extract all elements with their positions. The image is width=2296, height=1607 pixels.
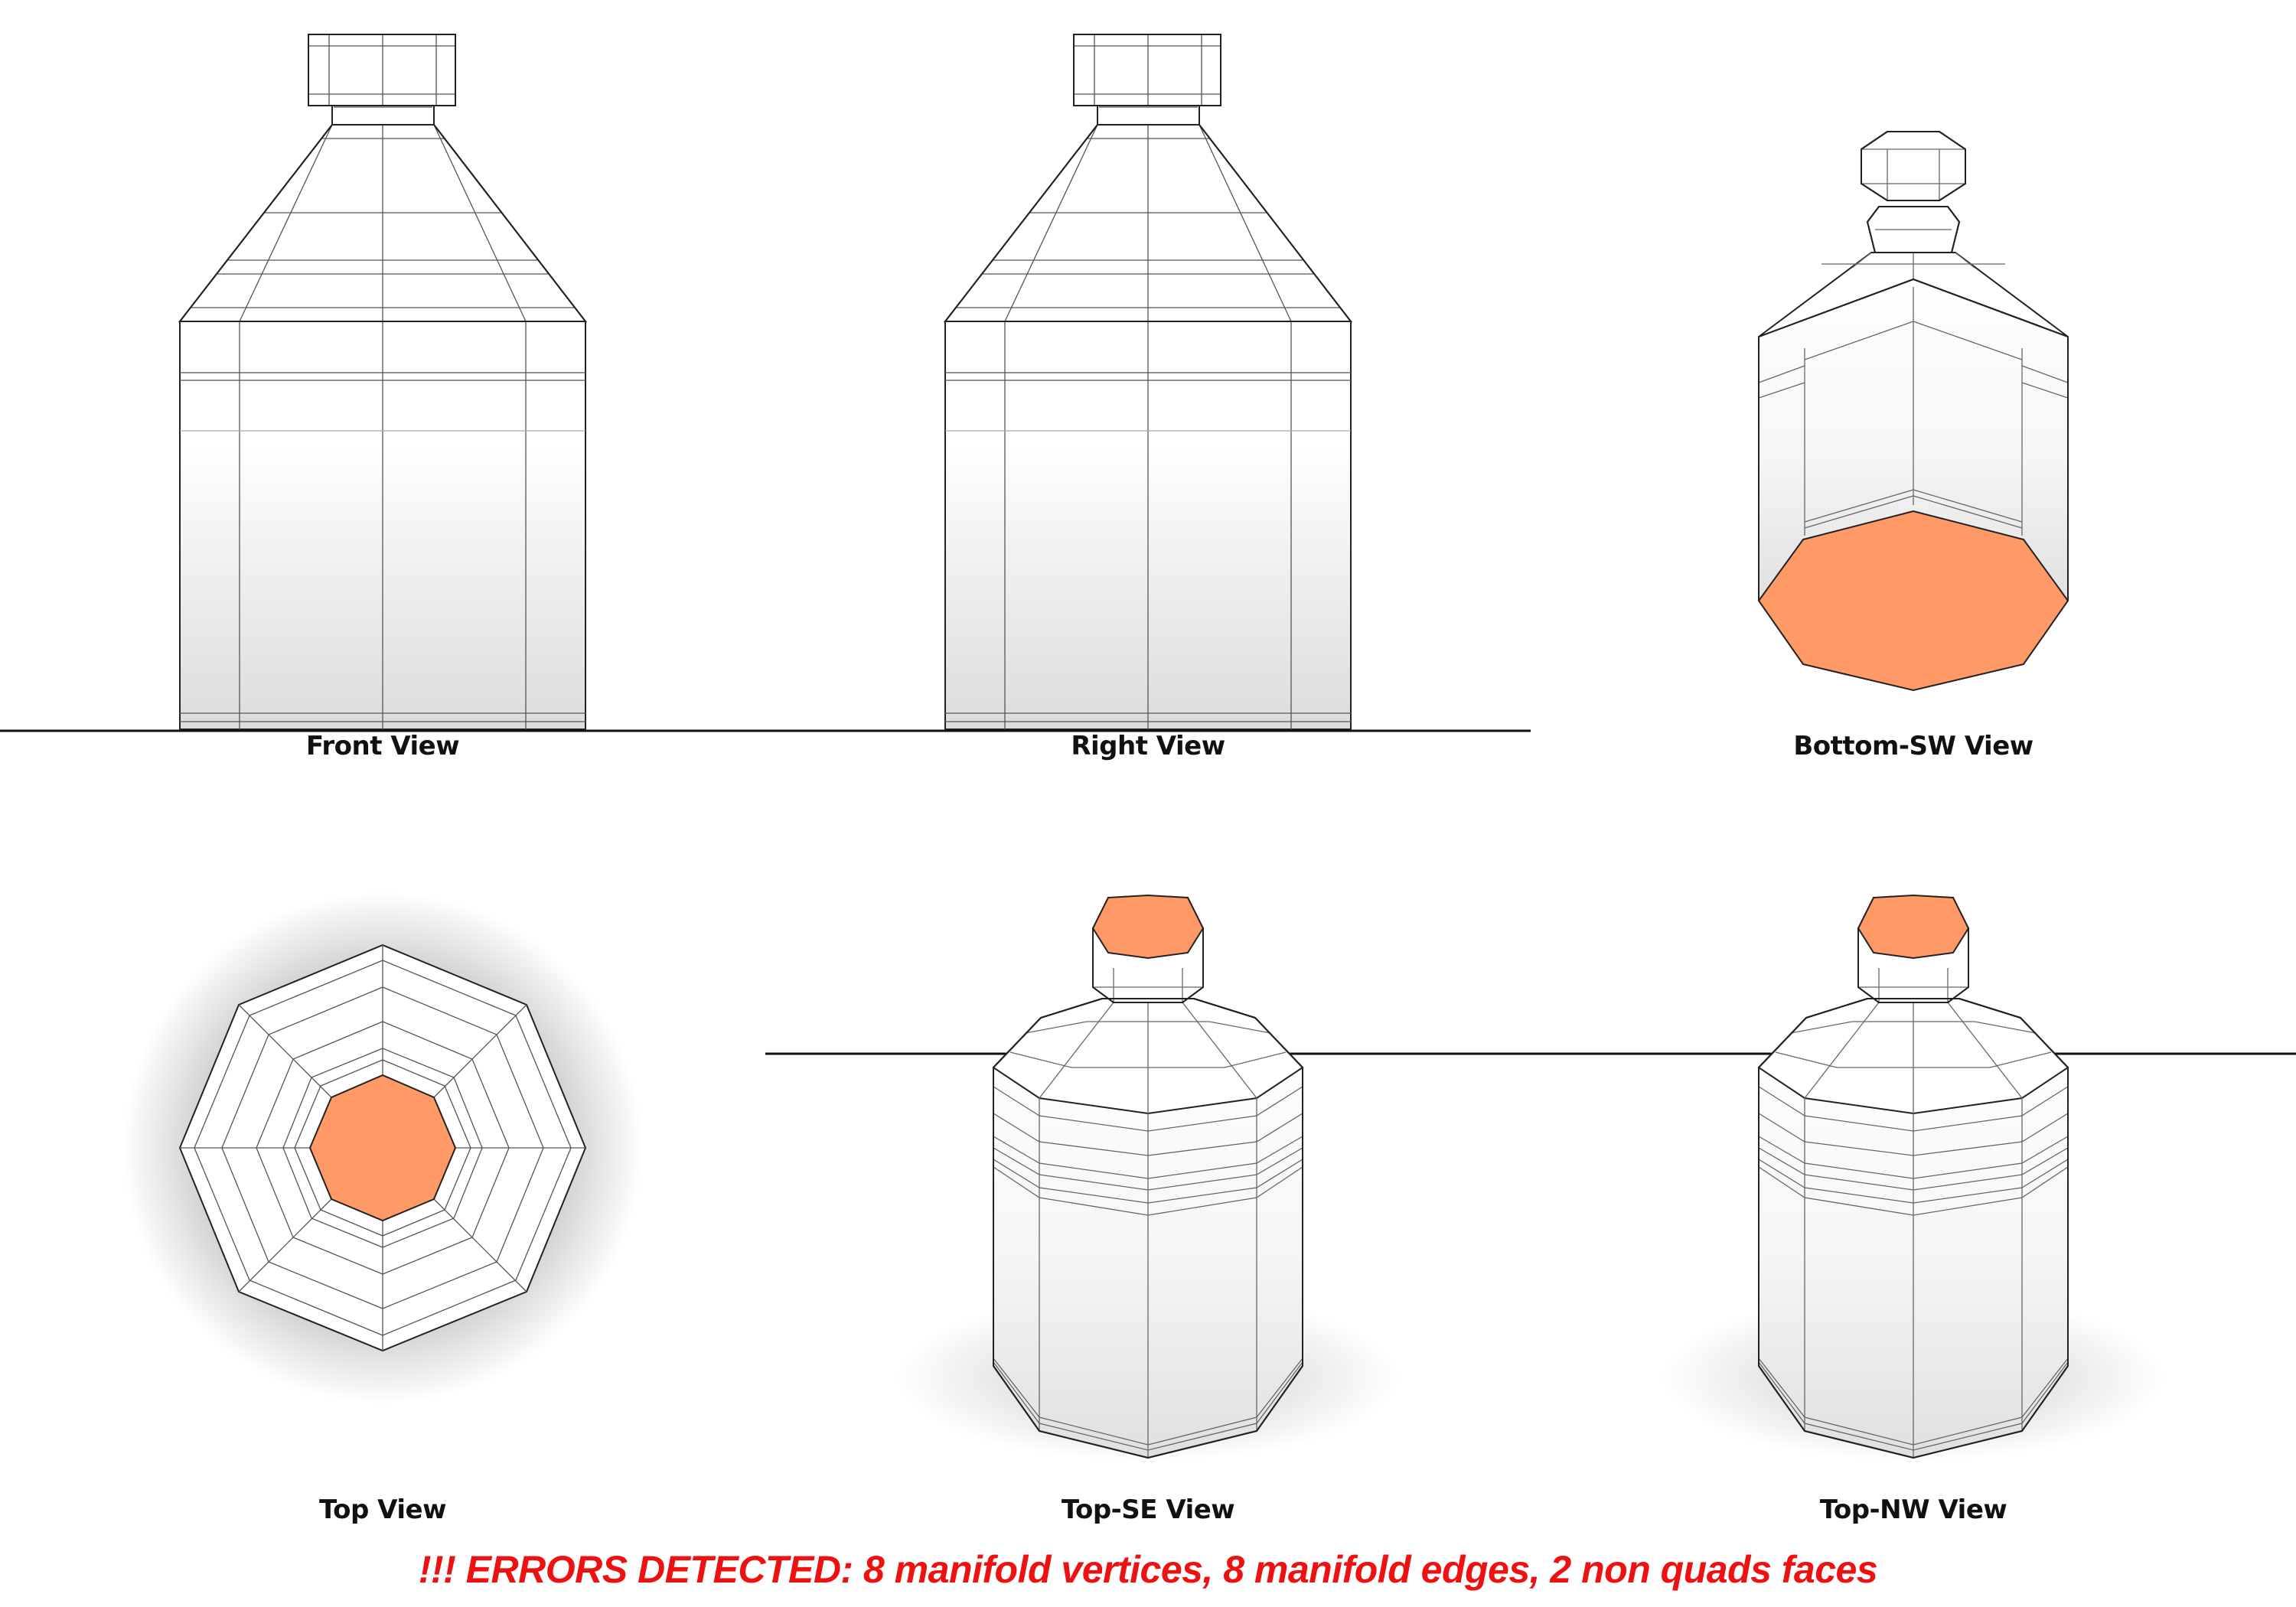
top-nw-cap-highlight[interactable] <box>1857 894 1970 960</box>
top-cap-highlight[interactable] <box>308 1074 457 1222</box>
top-view-label: Top View <box>318 1495 447 1525</box>
bottom-sw-view-label: Bottom-SW View <box>1793 731 2033 761</box>
top-nw-view-label: Top-NW View <box>1819 1495 2007 1525</box>
top-se-view-bottle <box>992 927 1304 1459</box>
error-message: !!! ERRORS DETECTED: 8 manifold vertices… <box>418 1548 1878 1591</box>
right-view-label: Right View <box>1071 731 1225 761</box>
top-se-cap-highlight[interactable] <box>1091 894 1205 960</box>
bottom-sw-view-bottle <box>1758 131 2069 601</box>
front-view-bottle <box>178 34 588 730</box>
top-nw-view-bottle <box>1757 927 2069 1459</box>
bottom-face-highlight[interactable] <box>1757 510 2069 692</box>
top-se-view-label: Top-SE View <box>1061 1495 1235 1525</box>
front-view-label: Front View <box>305 731 460 761</box>
right-view-bottle <box>943 34 1353 730</box>
